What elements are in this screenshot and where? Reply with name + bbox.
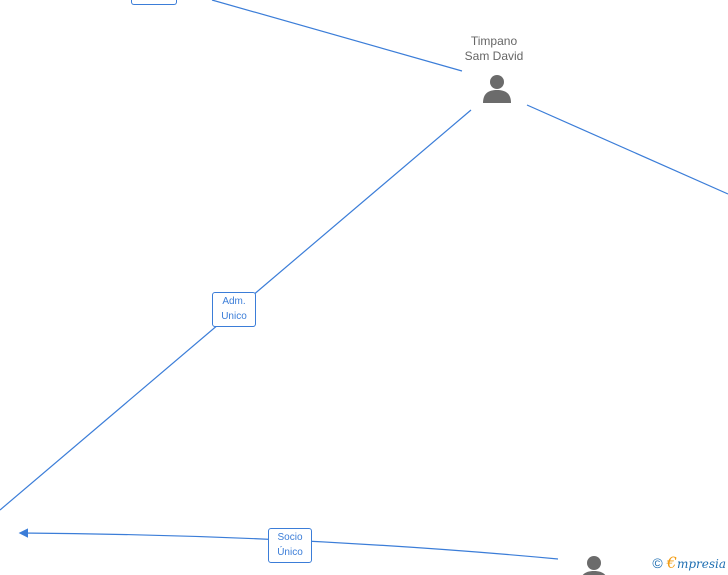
center-person-name-line1: Timpano xyxy=(470,34,518,48)
edge-center-to-right xyxy=(526,104,728,195)
edge-label-adm-unico[interactable]: Adm. Unico xyxy=(212,292,256,327)
edge-label-adm-unico-line1: Adm. xyxy=(222,296,246,307)
empresia-logo: €mpresia xyxy=(667,553,726,572)
edge-label-socio-unico[interactable]: Socio Único xyxy=(268,528,312,563)
bottom-person-icon[interactable] xyxy=(578,553,610,575)
edge-top-left-to-center xyxy=(211,0,463,72)
empresia-logo-initial: € xyxy=(666,553,677,572)
offscreen-edge-label-box xyxy=(131,0,177,5)
center-person-name-line2: Sam David xyxy=(464,49,524,63)
edge-label-socio-unico-line1: Socio xyxy=(277,532,303,543)
edge-label-adm-unico-line2: Unico xyxy=(221,311,247,322)
copyright-symbol: © xyxy=(652,554,663,571)
empresia-logo-text: mpresia xyxy=(676,557,726,571)
empresia-watermark: © €mpresia xyxy=(652,553,726,572)
edge-label-socio-unico-line2: Único xyxy=(277,547,303,558)
center-person-name: Timpano Sam David xyxy=(444,34,544,64)
center-person-icon[interactable] xyxy=(481,72,513,104)
